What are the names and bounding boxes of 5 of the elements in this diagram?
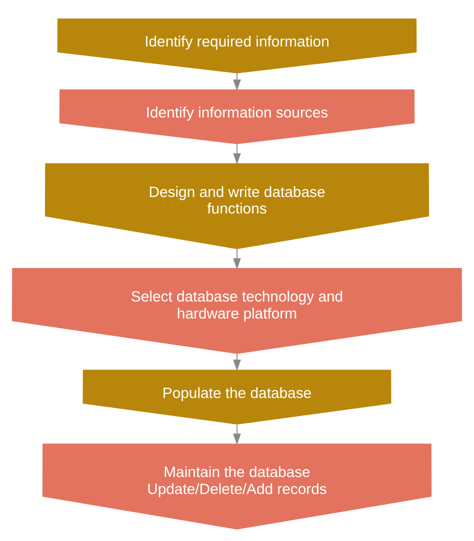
arrow [233,143,241,164]
arrow [233,72,241,90]
arrow [233,424,241,444]
arrow [233,352,241,370]
arrow [233,248,241,269]
